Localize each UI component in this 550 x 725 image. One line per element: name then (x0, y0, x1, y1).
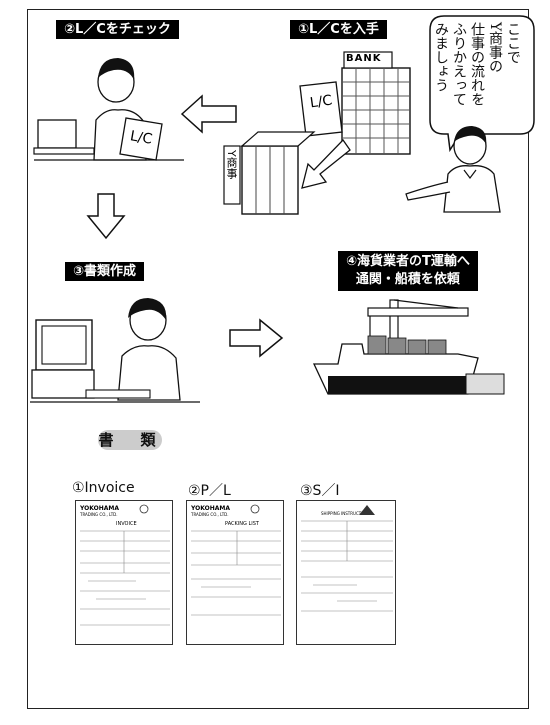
invoice-company: YOKOHAMA (80, 505, 119, 512)
company-building-illustration (223, 131, 316, 215)
step-4-line1: ④海貨業者のT運輸へ (346, 254, 470, 269)
bank-sign: BANK (346, 53, 382, 64)
step-4-label: ④海貨業者のT運輸へ 通関・船積を依頼 (338, 251, 478, 291)
invoice-thumbnail: YOKOHAMA TRADING CO., LTD. INVOICE (75, 500, 173, 645)
step-1-label: ①L／Cを入手 (290, 20, 387, 39)
shipping-instructions-lines (301, 505, 393, 612)
step-4-line2: 通関・船積を依頼 (355, 272, 460, 287)
invoice-title: INVOICE (116, 521, 137, 527)
bubble-line-2: Y商事の (487, 22, 503, 74)
arrow-bank-to-company (301, 138, 351, 189)
arrow-right (229, 318, 284, 358)
lc-document-icon (299, 81, 343, 137)
step-2-label: ②L／Cをチェック (56, 20, 179, 39)
packing-list-company-sub: TRADING CO., LTD. (191, 512, 229, 517)
shipping-instructions-thumbnail: SHIPPING INSTRUCTIONS (296, 500, 396, 645)
packing-list-title: PACKING LIST (225, 521, 259, 527)
bubble-line-3: 仕事の流れを (469, 22, 485, 106)
speech-bubble (429, 15, 535, 153)
woman-checking-lc-illustration (33, 58, 184, 161)
doc-label-packing-list: ②P／L (188, 483, 231, 499)
arrow-down (86, 193, 126, 240)
bubble-line-4: ふりかえって (451, 22, 467, 106)
lc-document-text: L/C (308, 92, 334, 112)
cargo-ship-illustration (312, 299, 505, 395)
bank-building-illustration (341, 51, 411, 155)
bubble-line-1: ここで (505, 22, 521, 64)
invoice-lines (80, 504, 170, 626)
doc-label-shipping-instructions: ③S／I (300, 483, 340, 499)
bubble-line-5: みましょう (433, 22, 449, 92)
invoice-company-sub: TRADING CO., LTD. (80, 512, 118, 517)
documents-heading: 書 類 (98, 430, 162, 450)
shipping-instructions-title: SHIPPING INSTRUCTIONS (321, 511, 372, 516)
packing-list-thumbnail: YOKOHAMA TRADING CO., LTD. PACKING LIST (186, 500, 284, 645)
doc-label-invoice: ①Invoice (72, 480, 135, 496)
packing-list-lines (191, 504, 281, 616)
woman-presenting-illustration (405, 126, 501, 213)
packing-list-company: YOKOHAMA (191, 505, 230, 512)
step-3-label: ③書類作成 (65, 262, 145, 281)
arrow-left (180, 94, 237, 134)
speech-bubble-text: ここで Y商事の 仕事の流れを ふりかえって みましょう (432, 22, 522, 127)
woman-at-computer-illustration (30, 298, 200, 403)
company-sign: Y商事 (225, 150, 238, 179)
